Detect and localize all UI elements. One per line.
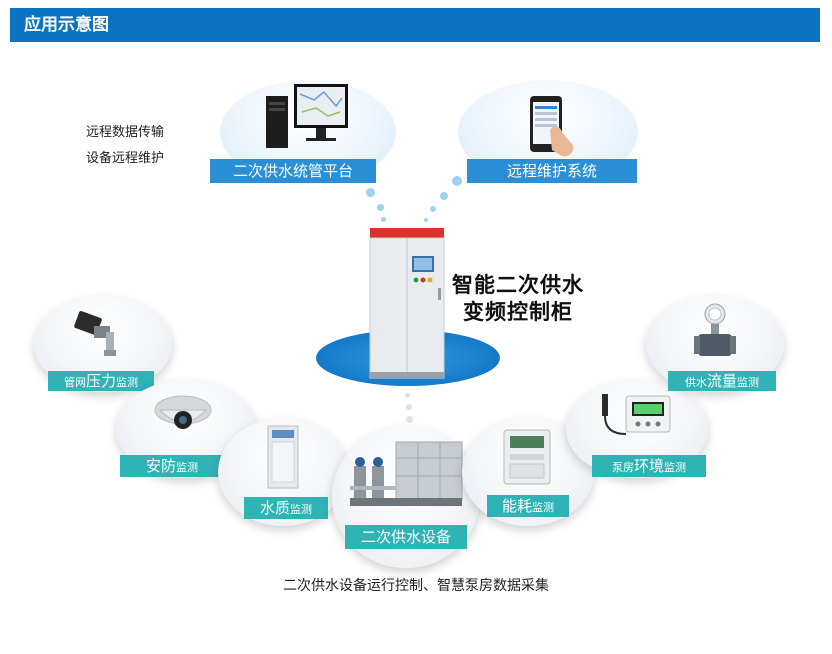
desktop-computer-icon	[266, 84, 348, 148]
connector-dot	[405, 393, 410, 398]
label-prefix: 管网	[63, 376, 86, 389]
label-main: 二次供水设备	[360, 528, 451, 546]
smartphone-touch-icon	[530, 96, 574, 157]
label-prefix: 供水	[684, 376, 707, 389]
label-pipe-pressure: 管网压力监测	[48, 371, 154, 391]
connector-dot	[381, 217, 386, 222]
connector-dot	[406, 416, 413, 423]
label-main: 流量	[706, 372, 737, 390]
label-main: 能耗	[501, 497, 532, 515]
water-supply-equipment-icon	[350, 441, 463, 506]
label-flow: 供水流量监测	[668, 371, 776, 391]
connector-dot	[424, 218, 428, 222]
security-camera-icon	[154, 395, 212, 429]
label-prefix: 泵房	[611, 461, 634, 474]
center-title: 智能二次供水 变频控制柜	[452, 272, 584, 326]
label-suffix: 监测	[664, 461, 686, 474]
pressure-sensor-icon	[74, 311, 116, 356]
label-security: 安防监测	[120, 455, 224, 477]
section-header: 应用示意图	[10, 8, 820, 42]
environment-sensor-icon	[602, 394, 671, 435]
label-management-platform: 二次供水统管平台	[210, 159, 376, 183]
label-main: 压力	[85, 372, 116, 390]
label-energy: 能耗监测	[487, 495, 569, 517]
label-main: 环境	[633, 457, 664, 475]
control-cabinet-icon	[369, 228, 445, 379]
center-title-line2: 变频控制柜	[463, 300, 573, 324]
label-main: 水质	[259, 499, 290, 517]
connector-dot	[440, 192, 448, 200]
energy-meter-icon	[503, 429, 551, 485]
label-suffix: 监测	[737, 376, 759, 389]
bottom-caption: 二次供水设备运行控制、智慧泵房数据采集	[283, 578, 549, 594]
label-environment: 泵房环境监测	[592, 455, 706, 477]
label-main: 安防	[145, 457, 176, 475]
label-maintenance-system: 远程维护系统	[467, 159, 637, 183]
center-title-line1: 智能二次供水	[452, 273, 584, 297]
note-remote-maintenance: 设备远程维护	[86, 151, 165, 166]
label-suffix: 监测	[532, 501, 554, 514]
label-water-quality: 水质监测	[244, 497, 328, 519]
connector-dot	[377, 204, 384, 211]
label-water-equipment: 二次供水设备	[345, 525, 467, 549]
label-suffix: 监测	[116, 376, 138, 389]
label-suffix: 监测	[290, 503, 312, 516]
connector-dot	[452, 176, 462, 186]
label-suffix: 监测	[176, 461, 198, 474]
connector-dot	[366, 188, 375, 197]
flow-meter-icon	[694, 303, 736, 356]
note-remote-transfer: 远程数据传输	[86, 125, 165, 140]
connector-dot	[406, 404, 412, 410]
connector-dot	[430, 206, 436, 212]
water-quality-analyzer-icon	[267, 425, 299, 489]
